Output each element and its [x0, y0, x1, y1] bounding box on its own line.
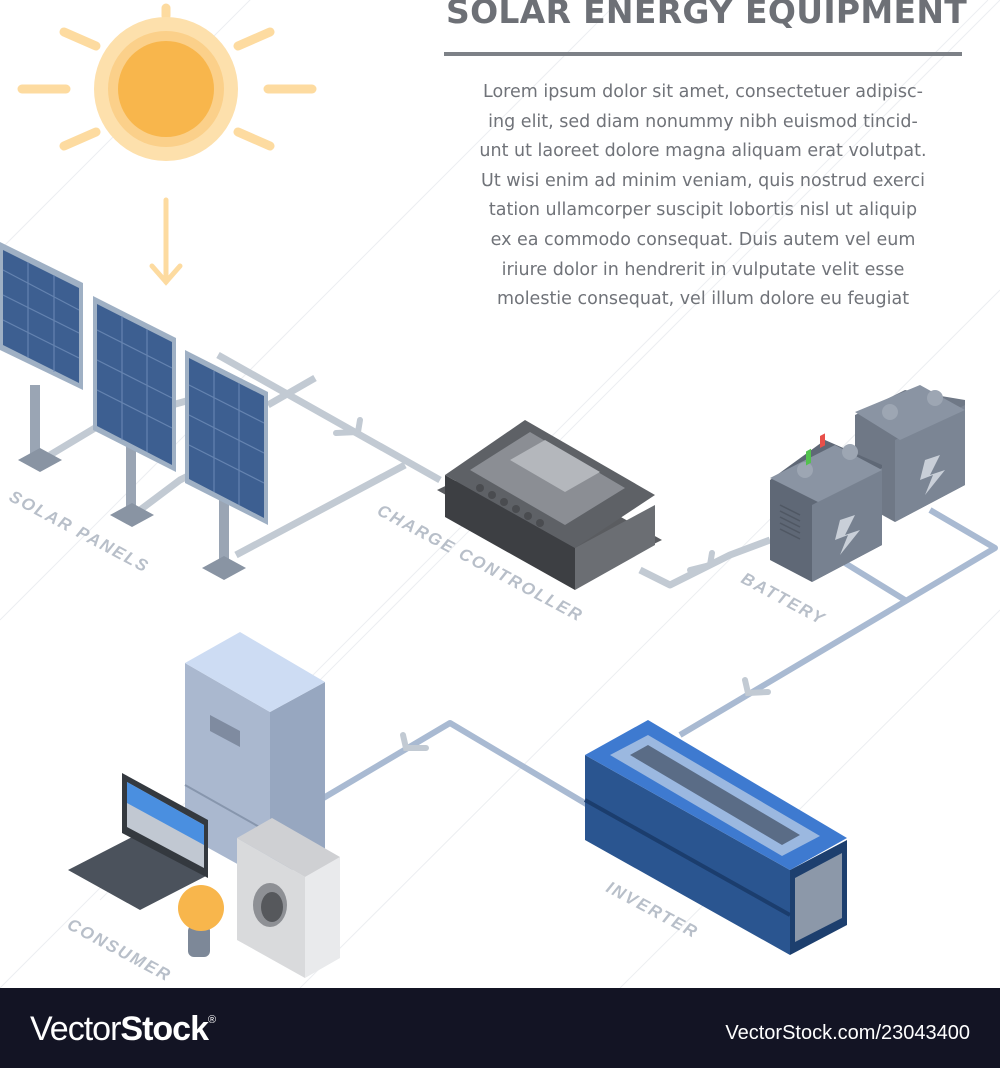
page-title: SOLAR ENERGY EQUIPMENT	[446, 0, 968, 31]
registered-mark: ®	[207, 1014, 216, 1026]
battery-icon	[770, 440, 882, 582]
sun-icon	[17, 3, 317, 161]
wire-arrow-icon	[400, 677, 771, 751]
light-bulb-icon	[178, 885, 224, 957]
sunlight-arrow-icon	[149, 197, 183, 286]
wire-arrow-icon	[333, 417, 715, 573]
description-text: Lorem ipsum dolor sit amet, consectetuer…	[479, 82, 927, 310]
label-consumer: CONSUMER	[64, 915, 175, 986]
battery-icon	[855, 385, 965, 522]
title-divider	[444, 52, 962, 56]
solar-system-diagram: SOLAR PANELS CHARGE CONTROLLER BATTERY I…	[0, 0, 1000, 988]
charge-controller-icon	[437, 420, 662, 590]
logo-thin: Vector	[30, 1010, 121, 1048]
washing-machine-icon	[237, 818, 340, 978]
image-url[interactable]: VectorStock.com/23043400	[725, 1022, 970, 1044]
panel-grid	[2, 262, 265, 505]
inverter-icon	[584, 433, 847, 955]
wires-blue	[318, 507, 998, 808]
solar-panel-icon	[0, 242, 83, 472]
footer-bar: VectorStock® VectorStock.com/23043400	[0, 988, 1000, 1068]
solar-panel-icon	[93, 296, 176, 527]
vectorstock-logo[interactable]: VectorStock®	[30, 1010, 216, 1049]
logo-bold: Stock	[120, 1010, 209, 1048]
laptop-icon	[68, 773, 208, 910]
